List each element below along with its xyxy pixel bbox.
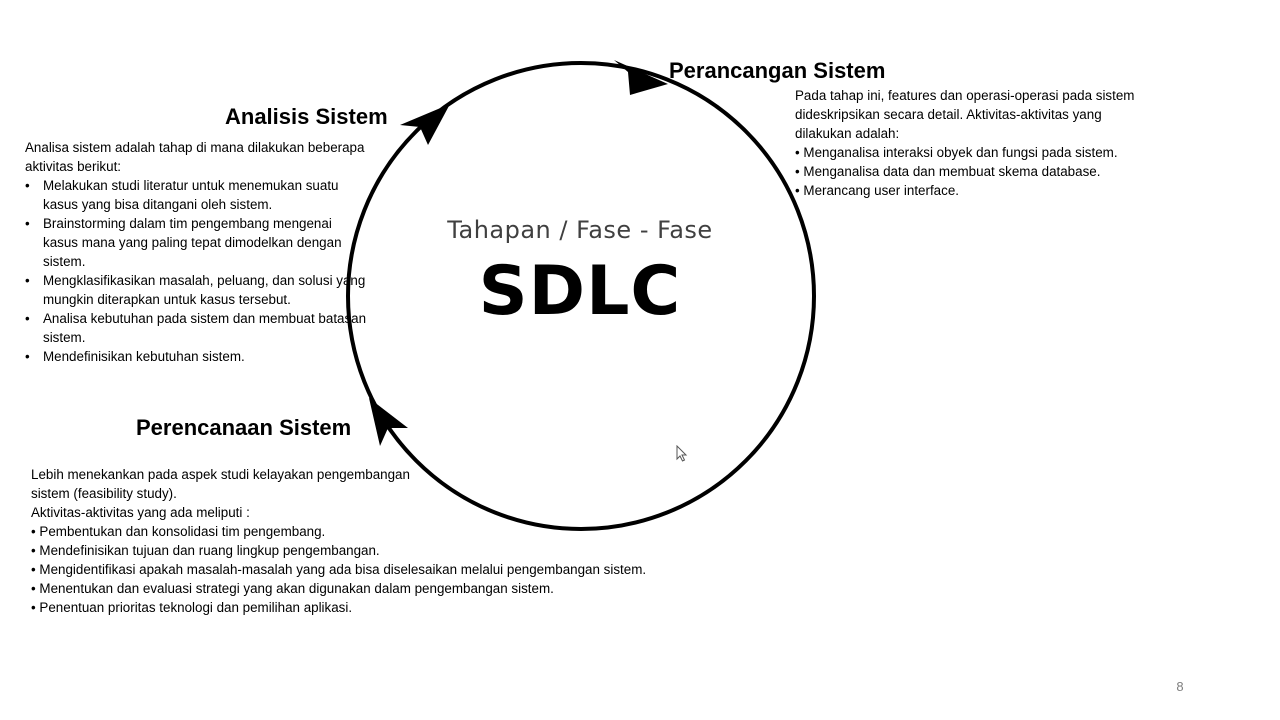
phase-panel-analisis: Analisa sistem adalah tahap di mana dila… [25,138,370,366]
list-item: Mendefinisikan tujuan dan ruang lingkup … [31,541,651,560]
list-item: Merancang user interface. [795,181,1140,200]
phase-list-analisis: Melakukan studi literatur untuk menemuka… [25,176,370,366]
list-item: Brainstorming dalam tim pengembang menge… [25,214,370,271]
diagram-title: SDLC [478,252,682,331]
phase-panel-perancangan: Pada tahap ini, features dan operasi-ope… [795,86,1140,200]
diagram-subtitle: Tahapan / Fase - Fase [447,216,713,244]
mouse-cursor-icon [676,445,688,462]
list-item: Analisa kebutuhan pada sistem dan membua… [25,309,370,347]
phase-intro-perancangan: Pada tahap ini, features dan operasi-ope… [795,88,1135,141]
phase-intro2-perencanaan: Aktivitas-aktivitas yang ada meliputi : [31,505,250,520]
list-item: Menganalisa data dan membuat skema datab… [795,162,1140,181]
cycle-arrow-icon [400,104,450,145]
list-item: Mengklasifikasikan masalah, peluang, dan… [25,271,370,309]
list-item: Menentukan dan evaluasi strategi yang ak… [31,579,651,598]
phase-intro-perencanaan: Lebih menekankan pada aspek studi kelaya… [31,467,410,501]
list-item: Menganalisa interaksi obyek dan fungsi p… [795,143,1140,162]
list-item: Penentuan prioritas teknologi dan pemili… [31,598,651,617]
phase-intro-analisis: Analisa sistem adalah tahap di mana dila… [25,140,365,174]
phase-heading-perencanaan: Perencanaan Sistem [136,415,352,440]
page-number: 8 [1176,679,1184,694]
phase-list-perancangan: Menganalisa interaksi obyek dan fungsi p… [795,143,1140,200]
phase-heading-perancangan: Perancangan Sistem [669,58,886,83]
phase-list-perencanaan: Pembentukan dan konsolidasi tim pengemba… [31,522,651,617]
cycle-arrow-icon [614,60,668,95]
cycle-arrow-icon [369,398,408,446]
list-item: Melakukan studi literatur untuk menemuka… [25,176,370,214]
list-item: Mendefinisikan kebutuhan sistem. [25,347,370,366]
phase-heading-analisis: Analisis Sistem [225,104,388,129]
list-item: Mengidentifikasi apakah masalah-masalah … [31,560,651,579]
list-item: Pembentukan dan konsolidasi tim pengemba… [31,522,651,541]
phase-panel-perencanaan: Lebih menekankan pada aspek studi kelaya… [31,465,651,617]
